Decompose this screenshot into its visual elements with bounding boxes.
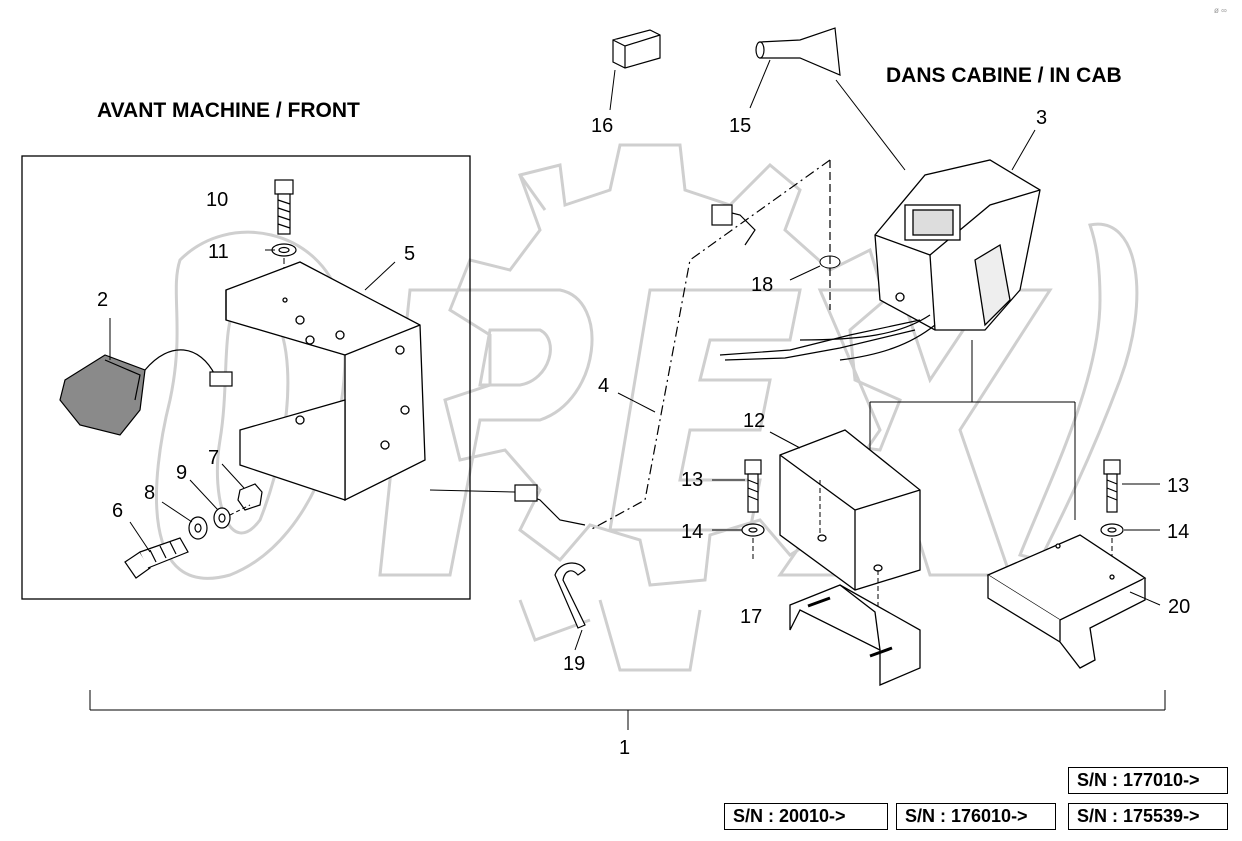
callout-7: 7: [208, 447, 220, 469]
serial-number-badge: S/N : 176010->: [896, 803, 1056, 830]
cab-display-unit-icon: [874, 159, 1041, 331]
assembly-bracket-line: [89, 690, 1166, 730]
strap-tie-icon: [554, 562, 586, 629]
nut-icon: [237, 483, 263, 511]
callout-5: 5: [404, 243, 416, 265]
callout-17: 17: [740, 606, 763, 628]
funnel-icon: [755, 27, 841, 76]
callout-14: 14: [681, 521, 704, 543]
callout-1: 1: [619, 737, 631, 759]
protective-cover-box-icon: [779, 429, 921, 591]
callout-10: 10: [206, 189, 229, 211]
callout-4: 4: [598, 375, 610, 397]
callout-2: 2: [97, 289, 109, 311]
front-section-heading: AVANT MACHINE / FRONT: [97, 99, 360, 122]
callout-19: 19: [563, 653, 586, 675]
callout-3: 3: [1036, 107, 1048, 129]
bolt-icon: [274, 179, 294, 235]
support-bracket-icon: [789, 584, 921, 686]
front-section-frame: [21, 155, 471, 600]
cab-section-heading: DANS CABINE / IN CAB: [886, 64, 1122, 87]
washer-icon: [271, 243, 297, 257]
washer-icon: [188, 507, 231, 540]
callout-16: 16: [591, 115, 614, 137]
callout-20: 20: [1168, 596, 1191, 618]
callout-12: 12: [743, 410, 766, 432]
callout-8: 8: [144, 482, 156, 504]
bolt-icon: [1100, 459, 1124, 537]
serial-number-badge: S/N : 175539->: [1068, 803, 1228, 830]
cable-harness-icon: [514, 159, 936, 531]
callout-15: 15: [729, 115, 752, 137]
bolt-icon: [741, 459, 765, 537]
bolt-icon: [124, 537, 189, 579]
callout-6: 6: [112, 500, 124, 522]
callout-13: 13: [681, 469, 704, 491]
clip-icon: [612, 29, 661, 69]
callout-11: 11: [208, 241, 229, 263]
mounting-plate-icon: [986, 534, 1147, 669]
callout-13-right: 13: [1167, 475, 1190, 497]
callout-14-right: 14: [1167, 521, 1190, 543]
callout-18: 18: [751, 274, 774, 296]
corner-mark: ø ∞: [1214, 6, 1227, 15]
sensor-camera-icon: [59, 349, 233, 436]
callout-9: 9: [176, 462, 188, 484]
serial-number-badge: S/N : 177010->: [1068, 767, 1228, 794]
mounting-bracket-icon: [225, 261, 426, 502]
serial-number-badge: S/N : 20010->: [724, 803, 888, 830]
